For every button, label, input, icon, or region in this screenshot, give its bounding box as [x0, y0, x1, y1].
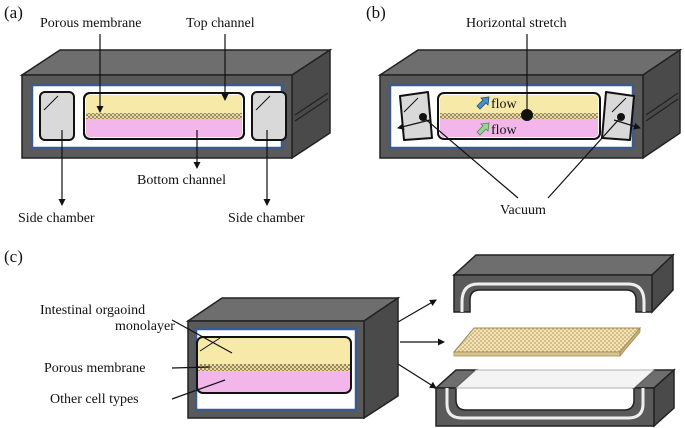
porous-membrane — [86, 113, 242, 119]
channel-outline — [196, 336, 352, 394]
chip-device-c — [185, 296, 401, 420]
bottom-channel — [198, 371, 350, 392]
porous-membrane-label: Porous membrane — [40, 16, 141, 31]
panel-c: (c) Intestinal orgaoind monolayer Porous… — [4, 247, 676, 428]
horizontal-stretch-label: Horizontal stretch — [466, 16, 567, 31]
device-top-face — [377, 49, 683, 76]
exploded-bottom-layer — [434, 368, 676, 428]
flow-arrow-green-icon — [476, 122, 490, 136]
side-chamber-right — [251, 91, 287, 141]
side-chamber-left — [39, 91, 75, 141]
flow-label-bottom: flow — [491, 123, 518, 138]
device-side-line — [645, 92, 679, 116]
other-cell-types-label: Other cell types — [50, 392, 139, 407]
vacuum-arrow-right — [547, 116, 622, 199]
flow-arrow-blue-icon — [476, 96, 490, 110]
explode-arrow-bottom — [397, 363, 437, 389]
intestinal-arrow — [171, 319, 233, 354]
chamber-glint — [611, 97, 627, 113]
panel-a-label: (a) — [4, 3, 23, 22]
device-top-face — [185, 297, 401, 322]
device-side-line — [294, 98, 329, 122]
vacuum-arrow-left — [422, 116, 519, 199]
chamber-glint — [255, 95, 271, 111]
side-chamber-left-label: Side chamber — [18, 211, 95, 226]
intestinal-label-line2: monolayer — [115, 319, 175, 334]
channel-outline — [437, 92, 601, 140]
bottom-channel — [86, 119, 242, 137]
device-side-line — [645, 98, 679, 122]
top-layer-front — [453, 274, 653, 313]
vacuum-pull-right — [613, 119, 641, 130]
intestinal-label-line1: Intestinal orgaoind — [40, 303, 145, 318]
panel-b: (b) flow flow — [366, 3, 683, 218]
chip-device-b: flow flow — [377, 48, 683, 160]
panel-b-label: (b) — [366, 3, 386, 22]
vacuum-pull-left — [397, 119, 431, 130]
channel-outline — [83, 92, 245, 140]
chamber-glint — [43, 95, 59, 111]
porous-membrane — [198, 364, 350, 371]
side-chamber-right-label: Side chamber — [228, 211, 305, 226]
explode-arrow-top — [397, 299, 437, 323]
chamber-glint — [403, 97, 419, 113]
porous-membrane-c-label: Porous membrane — [44, 361, 145, 376]
top-channel — [198, 338, 350, 364]
bottom-layer-front — [435, 387, 655, 427]
porous-membrane — [440, 113, 598, 119]
channel-glint — [199, 337, 221, 352]
bottom-layer-channel-floor — [454, 369, 656, 389]
top-channel-label: Top channel — [186, 16, 255, 31]
chip-device-a — [19, 48, 333, 160]
top-layer-channel-edge — [460, 282, 646, 312]
device-side-line — [294, 92, 329, 116]
side-chamber-left — [399, 91, 433, 141]
bottom-channel — [440, 119, 598, 137]
exploded-membrane — [452, 327, 642, 353]
panel-c-label: (c) — [4, 247, 23, 266]
vacuum-label: Vacuum — [500, 203, 546, 218]
exploded-top-layer — [452, 253, 675, 314]
porous-membrane-c-arrow — [171, 366, 211, 369]
bottom-layer-channel-edge — [445, 388, 645, 420]
exploded-membrane-front — [453, 351, 621, 357]
flow-label-top: flow — [491, 97, 518, 112]
top-channel — [440, 95, 598, 113]
bottom-channel-label: Bottom channel — [137, 173, 226, 188]
top-layer-face — [452, 254, 675, 276]
panel-a: (a) Porous membrane To — [4, 3, 333, 226]
top-channel — [86, 95, 242, 113]
other-cell-types-arrow — [171, 379, 226, 400]
stretch-point — [521, 109, 533, 121]
device-top-face — [19, 49, 333, 76]
